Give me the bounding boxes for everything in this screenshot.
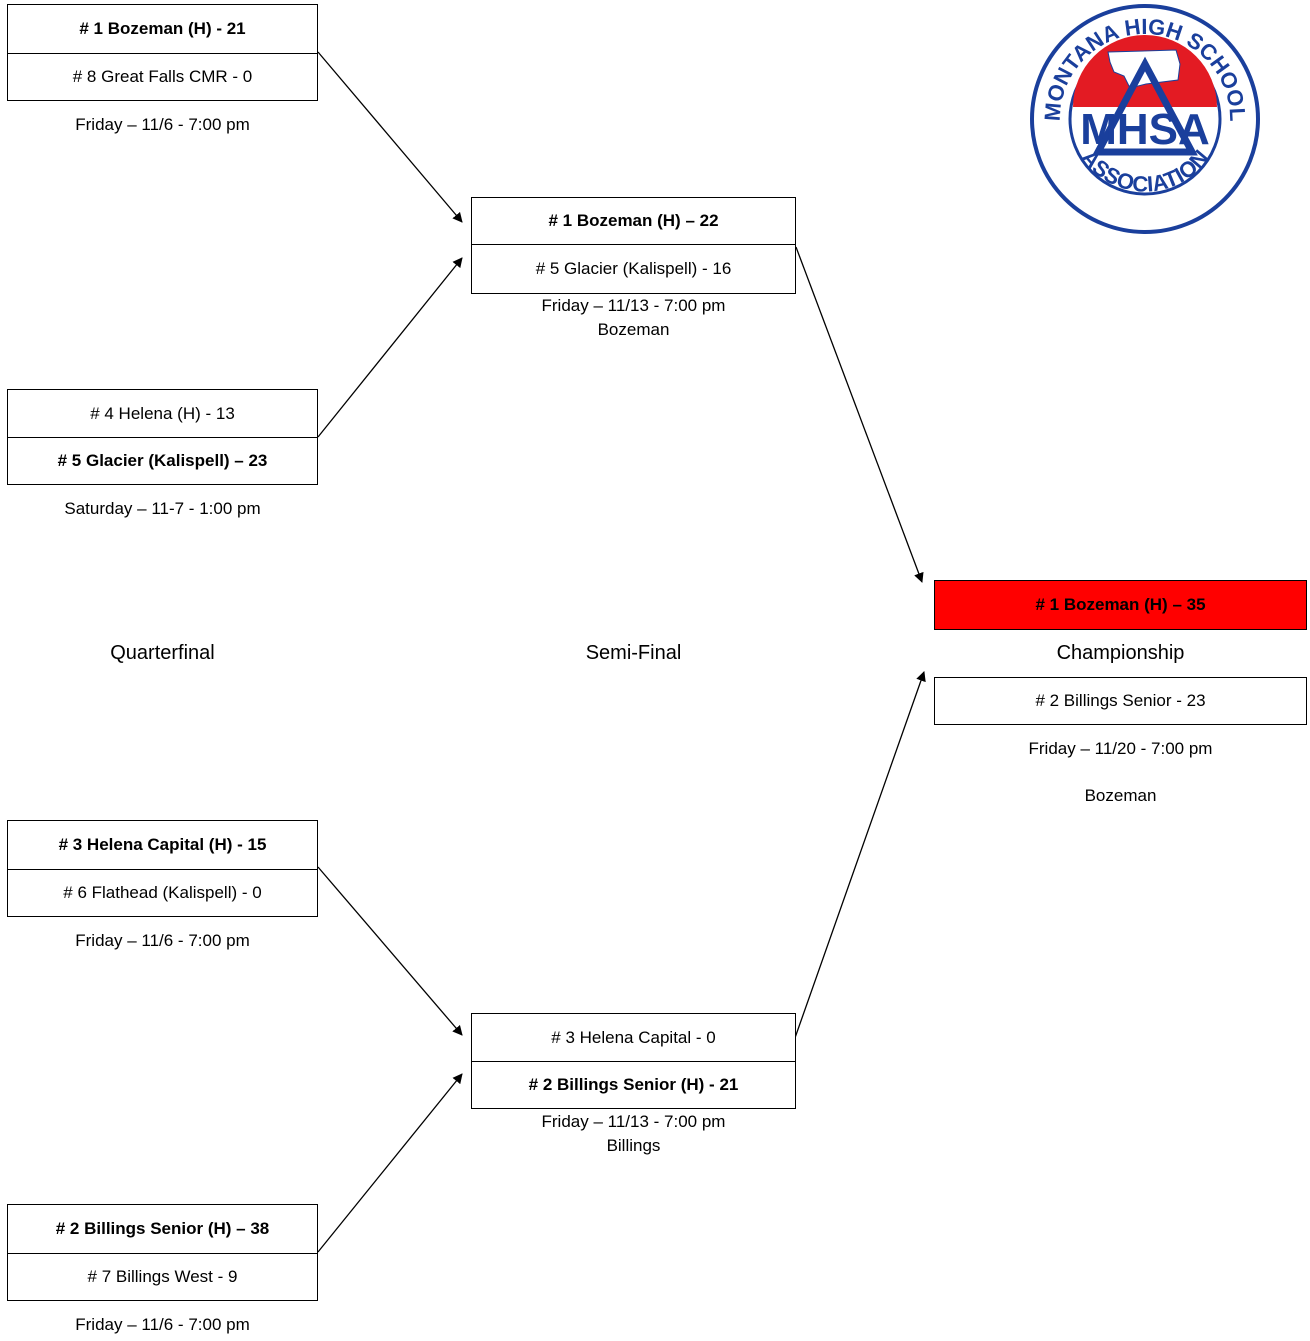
connector-arrow xyxy=(317,1073,463,1253)
qf2-team2: # 5 Glacier (Kalispell) – 23 xyxy=(7,437,318,485)
mhsa-logo: MHSA MONTANA HIGH SCHOOL ASSOCIATION xyxy=(1030,4,1260,234)
sf2-schedule: Friday – 11/13 - 7:00 pm xyxy=(541,1112,726,1131)
qf1-schedule: Friday – 11/6 - 7:00 pm xyxy=(75,115,250,134)
sf2-location: Billings xyxy=(606,1136,661,1155)
logo-abbreviation: MHSA xyxy=(1080,105,1210,154)
round-label-semifinal: Semi-Final xyxy=(585,642,682,664)
qf4-team1: # 2 Billings Senior (H) – 38 xyxy=(7,1204,318,1254)
connector-arrow xyxy=(317,51,463,223)
sf1-team1: # 1 Bozeman (H) – 22 xyxy=(471,197,796,245)
connector-arrow xyxy=(795,246,924,583)
round-label-quarterfinal: Quarterfinal xyxy=(110,642,215,664)
championship-winner: # 1 Bozeman (H) – 35 xyxy=(934,580,1307,630)
sf1-schedule: Friday – 11/13 - 7:00 pm xyxy=(541,296,726,315)
championship-location: Bozeman xyxy=(1084,786,1157,805)
qf1-team1: # 1 Bozeman (H) - 21 xyxy=(7,4,318,54)
qf3-schedule: Friday – 11/6 - 7:00 pm xyxy=(75,931,250,950)
qf2-team1: # 4 Helena (H) - 13 xyxy=(7,389,318,438)
round-label-championship: Championship xyxy=(1056,642,1185,664)
qf3-team2: # 6 Flathead (Kalispell) - 0 xyxy=(7,869,318,917)
qf1-team2: # 8 Great Falls CMR - 0 xyxy=(7,53,318,101)
connector-arrow xyxy=(317,257,463,438)
connector-arrow xyxy=(789,671,926,1053)
sf1-team2: # 5 Glacier (Kalispell) - 16 xyxy=(471,244,796,294)
championship-schedule: Friday – 11/20 - 7:00 pm xyxy=(1028,739,1213,758)
qf4-schedule: Friday – 11/6 - 7:00 pm xyxy=(75,1315,250,1334)
sf2-team1: # 3 Helena Capital - 0 xyxy=(471,1013,796,1062)
connector-arrow xyxy=(317,866,463,1036)
mountain-peak-icon xyxy=(1092,56,1198,156)
championship-runner-up: # 2 Billings Senior - 23 xyxy=(934,677,1307,725)
qf3-team1: # 3 Helena Capital (H) - 15 xyxy=(7,820,318,870)
qf4-team2: # 7 Billings West - 9 xyxy=(7,1253,318,1301)
sf2-team2: # 2 Billings Senior (H) - 21 xyxy=(471,1061,796,1109)
qf2-schedule: Saturday – 11-7 - 1:00 pm xyxy=(64,499,261,518)
sf1-location: Bozeman xyxy=(597,320,670,339)
